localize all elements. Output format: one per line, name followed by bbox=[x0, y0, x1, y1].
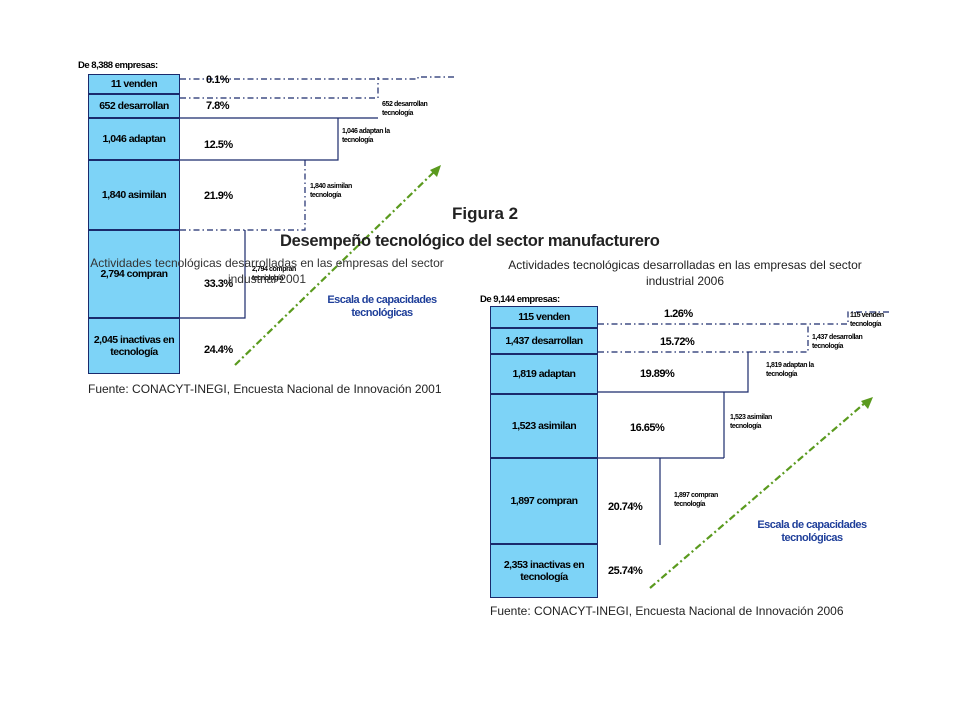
tag-2001-desarrollan: 652 desarrollan tecnología bbox=[382, 101, 428, 117]
source-2001: Fuente: CONACYT-INEGI, Encuesta Nacional… bbox=[88, 382, 442, 396]
tag-2006-compran: 1,897 compran tecnología bbox=[674, 492, 718, 508]
box-2001-desarrollan: 652 desarrollan bbox=[88, 94, 180, 118]
pct-2001-desarrollan: 7.8% bbox=[206, 100, 230, 112]
header-2001: De 8,388 empresas: bbox=[78, 60, 158, 71]
box-2006-venden: 115 venden bbox=[490, 306, 598, 328]
box-2006-inactivas: 2,353 inactivas en tecnología bbox=[490, 544, 598, 598]
pct-2006-adaptan: 19.89% bbox=[640, 368, 675, 380]
box-2006-compran: 1,897 compran bbox=[490, 458, 598, 544]
tag-2001-asimilan: 1,840 asimilan tecnología bbox=[310, 183, 352, 199]
box-2001-asimilan: 1,840 asimilan bbox=[88, 160, 180, 230]
pct-2001-asimilan: 21.9% bbox=[204, 190, 233, 202]
tag-2006-asimilan: 1,523 asimilan tecnología bbox=[730, 414, 772, 430]
pct-2001-inactivas: 24.4% bbox=[204, 344, 233, 356]
pct-2001-venden: 0.1% bbox=[206, 74, 230, 86]
pct-2001-compran: 33.3% bbox=[204, 278, 233, 290]
box-2001-inactivas: 2,045 inactivas en tecnología bbox=[88, 318, 180, 374]
box-2006-desarrollan: 1,437 desarrollan bbox=[490, 328, 598, 354]
figure-title: Desempeño tecnológico del sector manufac… bbox=[280, 232, 660, 250]
subtitle-2006-line2: industrial 2006 bbox=[645, 274, 725, 288]
figure-label: Figura 2 bbox=[452, 204, 519, 223]
tag-2001-adaptan: 1,046 adaptan la tecnología bbox=[342, 128, 390, 144]
source-2006: Fuente: CONACYT-INEGI, Encuesta Nacional… bbox=[490, 604, 844, 618]
box-2001-adaptan: 1,046 adaptan bbox=[88, 118, 180, 160]
tag-2006-adaptan: 1,819 adaptan la tecnología bbox=[766, 362, 814, 378]
pct-2006-compran: 20.74% bbox=[608, 501, 643, 513]
subtitle-2006-line1: Actividades tecnológicas desarrolladas e… bbox=[508, 258, 862, 272]
tag-2006-desarrollan: 1,437 desarrollan tecnología bbox=[812, 334, 863, 350]
pct-2006-asimilan: 16.65% bbox=[630, 422, 665, 434]
box-2001-compran: 2,794 compran bbox=[88, 230, 180, 318]
scale-label-2001: Escala de capacidades tecnológicas bbox=[327, 294, 437, 319]
header-2006: De 9,144 empresas: bbox=[480, 294, 560, 305]
tag-2001-compran: 2,794 compran tecnología bbox=[252, 266, 296, 282]
pct-2001-adaptan: 12.5% bbox=[204, 139, 233, 151]
box-2006-adaptan: 1,819 adaptan bbox=[490, 354, 598, 394]
scale-label-2006: Escala de capacidades tecnológicas bbox=[757, 519, 867, 544]
pct-2006-desarrollan: 15.72% bbox=[660, 336, 695, 348]
subtitle-2001-line2: industrial 2001 bbox=[227, 272, 307, 286]
subtitle-2001-line1: Actividades tecnológicas desarrolladas e… bbox=[90, 256, 444, 270]
pct-2006-inactivas: 25.74% bbox=[608, 565, 643, 577]
pct-2006-venden: 1.26% bbox=[664, 308, 693, 320]
tag-2006-venden: 115 venden tecnología bbox=[850, 312, 884, 328]
box-2006-asimilan: 1,523 asimilan bbox=[490, 394, 598, 458]
box-2001-venden: 11 venden bbox=[88, 74, 180, 94]
